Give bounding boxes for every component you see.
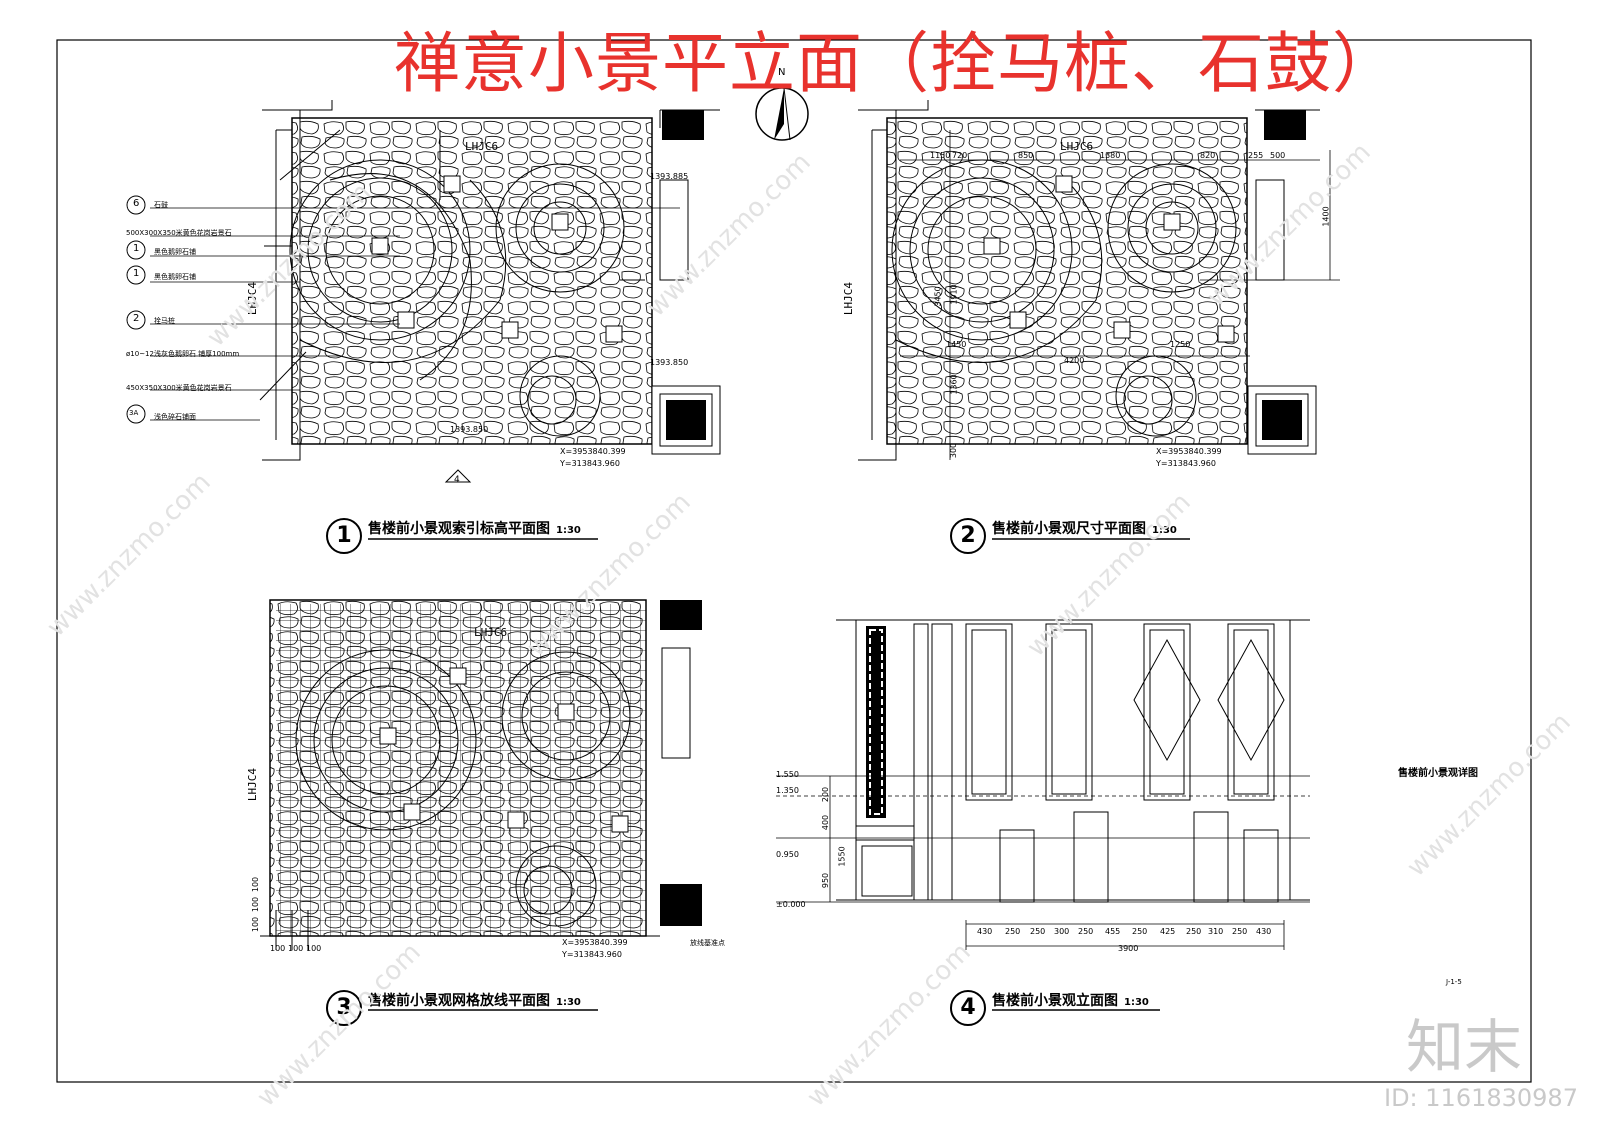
- panel2-code-top: LHJC6: [1060, 140, 1094, 153]
- panel2-dim-top: 1150: [930, 151, 951, 160]
- panel3-grid-left: 100: [251, 896, 261, 913]
- panel-1-index-plan: [126, 100, 721, 483]
- panel2-dim-top: 720: [952, 151, 968, 160]
- legend-item: 石鼓: [154, 201, 168, 209]
- panel1-elev-1: 1393.885: [650, 172, 689, 181]
- panel1-code-top: LHJC6: [465, 140, 499, 153]
- legend-tag: 3A: [129, 409, 139, 417]
- panel4-hdim: 300: [1054, 927, 1070, 936]
- panel2-dim-left: 3450: [933, 286, 943, 307]
- panel1-caption: 售楼前小景观索引标高平面图 1:30: [368, 518, 581, 538]
- panel1-elev-2: 1393.850: [650, 358, 689, 367]
- sheet-number: J-1-5: [1446, 978, 1462, 986]
- panel4-hdim: 455: [1105, 927, 1121, 936]
- watermark-id: ID: 1161830987: [1384, 1084, 1578, 1112]
- panel2-number: 2: [950, 518, 986, 554]
- panel4-hdim: 250: [1186, 927, 1202, 936]
- panel4-elev: ±0.000: [776, 900, 806, 909]
- panel4-hdim: 250: [1232, 927, 1248, 936]
- legend-item: 拴马桩: [154, 317, 175, 325]
- panel3-coord-y: Y=313843.960: [562, 950, 622, 959]
- panel4-hdim: 430: [977, 927, 993, 936]
- panel2-dim-left: 1360: [949, 374, 959, 395]
- legend-item: 浅色碎石铺面: [154, 413, 196, 421]
- panel4-elev: 1.550: [776, 770, 799, 779]
- panel4-caption-text: 售楼前小景观立面图: [992, 993, 1118, 1009]
- panel2-caption-text: 售楼前小景观尺寸平面图: [992, 521, 1146, 537]
- panel1-caption-text: 售楼前小景观索引标高平面图: [368, 521, 550, 537]
- panel2-coord-y: Y=313843.960: [1156, 459, 1216, 468]
- legend-item: ø10~12浅灰色鹅卵石 铺厚100mm: [126, 350, 240, 358]
- panel1-section-marker: 4: [454, 475, 460, 485]
- legend-item: 450X350X300米黄色花岗岩景石: [126, 384, 232, 392]
- panel2-caption: 售楼前小景观尺寸平面图 1:30: [992, 518, 1177, 538]
- panel-2-dimension-plan: [858, 100, 1340, 461]
- panel3-caption: 售楼前小景观网格放线平面图 1:30: [368, 990, 581, 1010]
- panel2-dim-left: 1910: [949, 284, 959, 305]
- panel3-grid-left: 100: [251, 876, 261, 893]
- panel4-vdim: 1550: [837, 846, 847, 867]
- panel3-grid-bottom: 100: [306, 944, 322, 953]
- panel3-coord-x: X=3953840.399: [562, 938, 628, 947]
- panel2-code-left: LHJC4: [842, 281, 856, 316]
- panel-3-grid-plan: [260, 599, 702, 950]
- panel3-code-top: LHJC6: [474, 626, 508, 639]
- panel4-hdim: 430: [1256, 927, 1272, 936]
- legend-item: 黑色鹅卵石铺: [154, 273, 196, 281]
- panel3-scale: 1:30: [556, 997, 581, 1008]
- panel2-scale: 1:30: [1152, 525, 1177, 536]
- drawing-title: 禅意小景平立面（拴马桩、石鼓）: [394, 25, 1399, 102]
- panel4-hdim: 250: [1132, 927, 1148, 936]
- panel2-dim-mid: 1250: [1170, 340, 1191, 349]
- panel4-hdim: 250: [1030, 927, 1046, 936]
- panel-4-elevation: [776, 619, 1310, 950]
- panel2-dim-top: 820: [1200, 151, 1216, 160]
- panel4-scale: 1:30: [1124, 997, 1149, 1008]
- north-label: N: [778, 67, 786, 78]
- panel2-coord-x: X=3953840.399: [1156, 447, 1222, 456]
- legend-tag: 1: [133, 268, 140, 279]
- panel3-number: 3: [326, 990, 362, 1026]
- panel2-dim-left: 300: [949, 442, 959, 459]
- north-arrow: [755, 87, 809, 141]
- side-label: 售楼前小景观详图: [1398, 768, 1478, 779]
- panel3-note: 放线基准点: [690, 939, 725, 947]
- panel4-hdim: 310: [1208, 927, 1224, 936]
- panel3-code-left: LHJC4: [246, 767, 260, 802]
- legend-item: 500X300X350米黄色花岗岩景石: [126, 229, 232, 237]
- panel2-dim-top: 850: [1018, 151, 1034, 160]
- legend-item: 黑色鹅卵石铺: [154, 248, 196, 256]
- panel2-dim-mid: 1450: [946, 340, 967, 349]
- panel4-hdim: 425: [1160, 927, 1176, 936]
- panel4-caption: 售楼前小景观立面图 1:30: [992, 990, 1149, 1010]
- panel4-elev: 1.350: [776, 786, 799, 795]
- panel2-dim-top: 500: [1270, 151, 1286, 160]
- panel1-coord-x: X=3953840.399: [560, 447, 626, 456]
- panel4-hdim: 250: [1005, 927, 1021, 936]
- panel3-grid-bottom: 100: [288, 944, 304, 953]
- legend-tag: 2: [133, 313, 140, 324]
- panel3-caption-text: 售楼前小景观网格放线平面图: [368, 993, 550, 1009]
- panel1-coord-y: Y=313843.960: [560, 459, 620, 468]
- panel2-dim-top: 255: [1248, 151, 1264, 160]
- panel2-dim-top: 1380: [1100, 151, 1121, 160]
- legend-tag: 1: [133, 243, 140, 254]
- panel4-number: 4: [950, 990, 986, 1026]
- panel3-grid-left: 100: [251, 916, 261, 933]
- legend-tag: 6: [133, 198, 140, 209]
- panel1-scale: 1:30: [556, 525, 581, 536]
- panel1-elev-3: 1393.850: [450, 425, 489, 434]
- panel4-vdim: 400: [821, 814, 831, 831]
- sheet-border: [56, 39, 1532, 1083]
- panel4-total: 3900: [1118, 944, 1139, 953]
- panel2-dim-mid: 4200: [1064, 356, 1085, 365]
- panel4-hdim: 250: [1078, 927, 1094, 936]
- panel4-vdim: 950: [821, 872, 831, 889]
- panel4-vdim: 200: [821, 786, 831, 803]
- panel3-grid-bottom: 100: [270, 944, 286, 953]
- panel1-number: 1: [326, 518, 362, 554]
- watermark-brand: 知末: [1406, 1013, 1523, 1081]
- panel4-elev: 0.950: [776, 850, 799, 859]
